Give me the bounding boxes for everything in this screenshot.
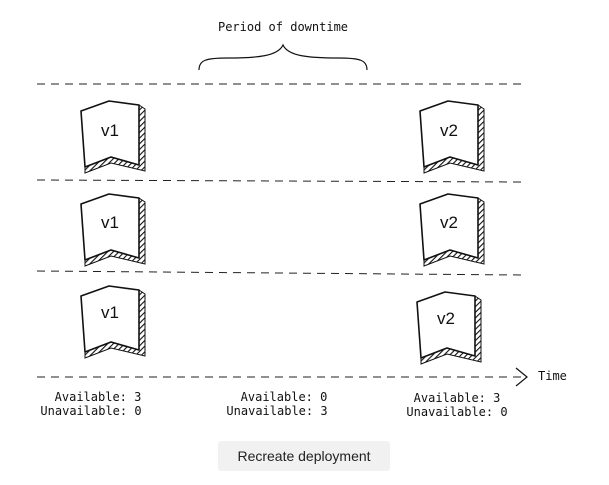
status-unavailable-start: Unavailable: 0 [40,404,141,418]
status-available-downtime: Available: 0 [241,390,328,404]
status-unavailable-end: Unavailable: 0 [406,405,507,419]
pod-v2-row-2: v2 [419,193,485,267]
status-available-end: Available: 3 [414,391,501,405]
pod-label: v2 [440,121,458,140]
diagram-caption: Recreate deployment [218,441,390,471]
pod-label: v2 [440,213,458,232]
lane-line-2 [36,179,522,183]
time-axis-label: Time [538,369,567,383]
pod-label: v2 [437,309,455,328]
pod-label: v1 [101,303,119,322]
pod-v2-row-1: v2 [419,100,485,174]
pod-v1-row-1: v1 [80,100,146,174]
pod-label: v1 [101,121,119,140]
downtime-label: Period of downtime [218,20,348,34]
pod-v2-row-3: v2 [416,291,482,365]
status-unavailable-downtime: Unavailable: 3 [226,404,327,418]
status-available-start: Available: 3 [55,390,142,404]
pod-v1-row-2: v1 [80,193,146,267]
lane-line-3 [36,270,522,276]
downtime-brace [198,43,368,71]
time-axis-arrowhead [515,367,528,387]
pod-v1-row-3: v1 [80,285,146,359]
pod-label: v1 [101,213,119,232]
